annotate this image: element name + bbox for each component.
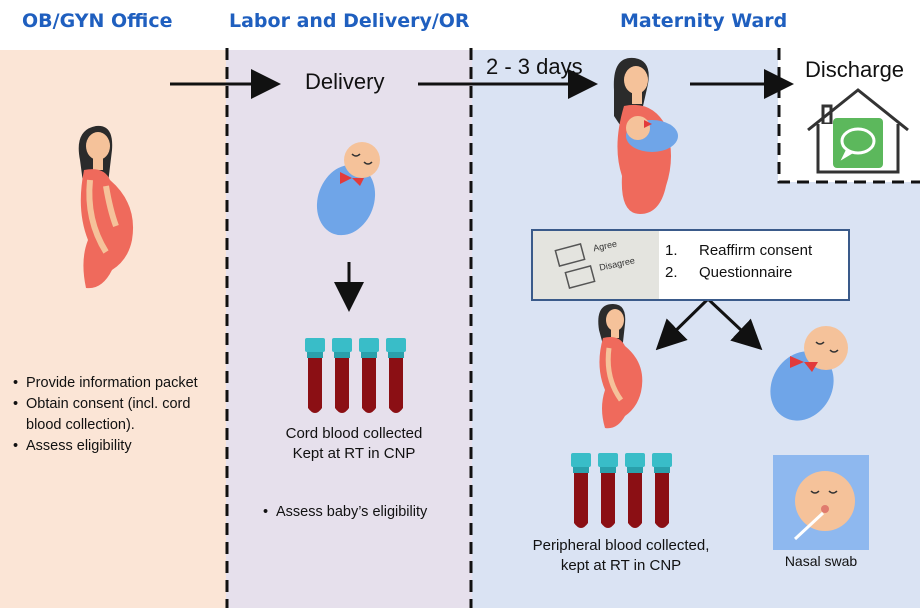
step-1: 1. Reaffirm consent bbox=[665, 242, 812, 259]
step-2-label: Questionnaire bbox=[699, 264, 793, 281]
house-icon bbox=[807, 88, 909, 174]
peripheral-caption-1: Peripheral blood collected, bbox=[532, 537, 710, 554]
nasal-swab-icon bbox=[773, 455, 869, 550]
labor-bullet-1: Assess baby’s eligibility bbox=[263, 502, 467, 523]
cord-blood-caption-2: Kept at RT in CNP bbox=[292, 445, 416, 462]
office-bullet-1: Provide information packet bbox=[13, 373, 217, 394]
pregnant-woman-icon bbox=[78, 125, 134, 289]
baby-ward-icon bbox=[770, 326, 848, 421]
delivery-label: Delivery bbox=[305, 69, 385, 94]
header-labor: Labor and Delivery/OR bbox=[229, 10, 470, 32]
step-2-number: 2. bbox=[665, 264, 678, 281]
step-1-number: 1. bbox=[665, 242, 678, 259]
panel-office bbox=[0, 50, 226, 608]
duration-label: 2 - 3 days bbox=[486, 54, 583, 79]
consent-form-drawing bbox=[554, 242, 596, 290]
discharge-label: Discharge bbox=[805, 57, 905, 82]
peripheral-blood-tubes-icon bbox=[571, 453, 672, 528]
blood-tubes-icon bbox=[305, 338, 406, 413]
consent-panel: Agree Disagree 1. Reaffirm consent 2. Ques… bbox=[531, 229, 850, 301]
office-bullet-list: Provide information packet Obtain consen… bbox=[12, 373, 217, 457]
peripheral-caption-2: kept at RT in CNP bbox=[560, 557, 682, 574]
consent-form-icon: Agree Disagree bbox=[533, 231, 659, 299]
cord-blood-caption-1: Cord blood collected bbox=[285, 425, 423, 442]
nasal-swab-drawing bbox=[793, 471, 855, 541]
pregnant-woman-ward-icon bbox=[598, 304, 643, 429]
step-1-label: Reaffirm consent bbox=[699, 242, 813, 259]
baby-icon bbox=[316, 142, 380, 236]
labor-bullet-list: Assess baby’s eligibility bbox=[262, 502, 467, 523]
office-bullet-3: Assess eligibility bbox=[13, 436, 217, 457]
header-office: OB/GYN Office bbox=[22, 10, 173, 32]
nasal-swab-caption: Nasal swab bbox=[784, 553, 858, 569]
header-ward: Maternity Ward bbox=[620, 10, 788, 32]
mother-holding-baby-icon bbox=[613, 57, 678, 214]
message-icon bbox=[833, 118, 883, 168]
office-bullet-2: Obtain consent (incl. cord blood collect… bbox=[13, 394, 217, 436]
step-2: 2. Questionnaire bbox=[665, 264, 792, 281]
